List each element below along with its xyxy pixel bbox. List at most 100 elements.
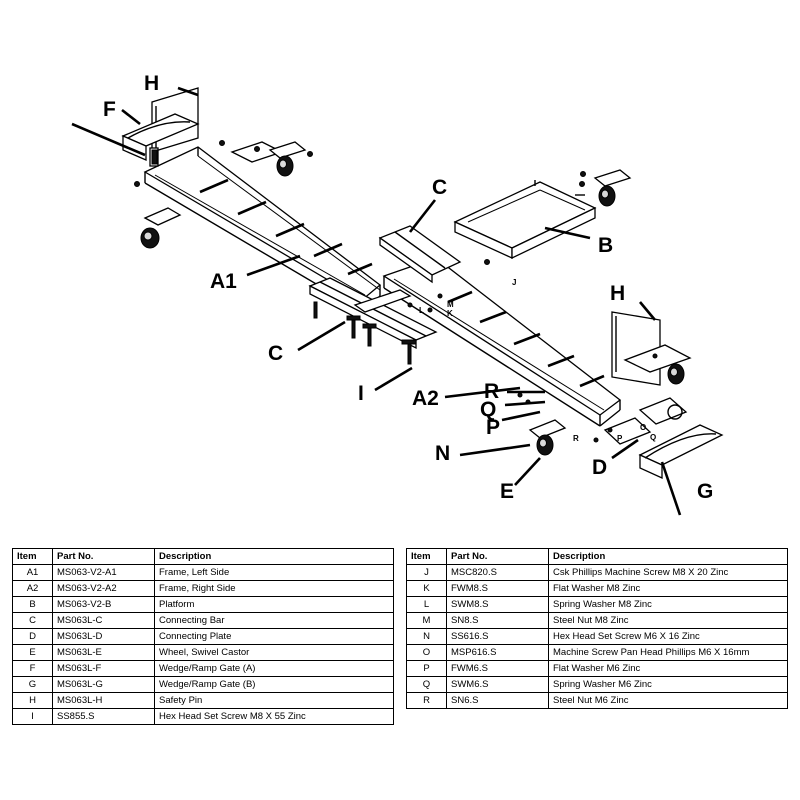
cell-item: M bbox=[406, 612, 447, 629]
header-description: Description bbox=[548, 548, 788, 565]
cell-item: L bbox=[406, 596, 447, 613]
small-label-j: J bbox=[512, 278, 516, 287]
small-label-l: L bbox=[419, 306, 424, 315]
callout-a2: A2 bbox=[412, 387, 439, 410]
cell-description: Connecting Bar bbox=[154, 612, 394, 629]
safety-pin-right-part bbox=[611, 311, 661, 386]
cell-description: Connecting Plate bbox=[154, 628, 394, 645]
callout-h-top: H bbox=[144, 72, 159, 95]
small-label-p: P bbox=[617, 434, 623, 443]
cell-description: Wedge/Ramp Gate (A) bbox=[154, 660, 394, 677]
cell-item: J bbox=[406, 564, 447, 581]
callout-c-top: C bbox=[432, 176, 447, 199]
connecting-plate-part bbox=[603, 397, 688, 445]
cell-part-no: SS616.S bbox=[446, 628, 549, 645]
callout-b: B bbox=[598, 234, 613, 257]
cell-item: F bbox=[12, 660, 53, 677]
cell-item: I bbox=[12, 708, 53, 725]
cell-description: Wedge/Ramp Gate (B) bbox=[154, 676, 394, 693]
frame-left-side-part bbox=[143, 146, 382, 312]
cell-part-no: MS063L-F bbox=[52, 660, 155, 677]
cell-part-no: SS855.S bbox=[52, 708, 155, 725]
callout-d: D bbox=[592, 456, 607, 479]
cell-part-no: MS063-V2-A1 bbox=[52, 564, 155, 581]
cell-part-no: MS063L-H bbox=[52, 692, 155, 709]
cell-part-no: MSP616.S bbox=[446, 644, 549, 661]
cell-description: Steel Nut M8 Zinc bbox=[548, 612, 788, 629]
leader-lines bbox=[121, 86, 656, 486]
callout-c-bottom: C bbox=[268, 342, 283, 365]
cell-description: Frame, Right Side bbox=[154, 580, 394, 597]
castor-wheel-right bbox=[623, 344, 692, 385]
cell-part-no: MSC820.S bbox=[446, 564, 549, 581]
callout-f: F bbox=[103, 98, 116, 121]
cell-description: Hex Head Set Screw M6 X 16 Zinc bbox=[548, 628, 788, 645]
cell-item: E bbox=[12, 644, 53, 661]
cell-description: Csk Phillips Machine Screw M8 X 20 Zinc bbox=[548, 564, 788, 581]
cell-description: Flat Washer M8 Zinc bbox=[548, 580, 788, 597]
cell-description: Frame, Left Side bbox=[154, 564, 394, 581]
cell-item: R bbox=[406, 692, 447, 709]
cell-description: Steel Nut M6 Zinc bbox=[548, 692, 788, 709]
header-item: Item bbox=[12, 548, 53, 565]
exploded-assembly-diagram: H F C B A1 H C I R A2 Q P N D E G J M K … bbox=[71, 72, 724, 516]
callout-n: N bbox=[435, 442, 450, 465]
cell-item: C bbox=[12, 612, 53, 629]
cell-item: H bbox=[12, 692, 53, 709]
castor-wheel-top-left bbox=[140, 207, 182, 249]
cell-description: Flat Washer M6 Zinc bbox=[548, 660, 788, 677]
platform-part bbox=[453, 180, 597, 260]
header-part-no: Part No. bbox=[446, 548, 549, 565]
cell-item: G bbox=[12, 676, 53, 693]
header-part-no: Part No. bbox=[52, 548, 155, 565]
hex-set-screw-bolts bbox=[313, 301, 417, 365]
cell-description: Safety Pin bbox=[154, 692, 394, 709]
callout-e: E bbox=[500, 480, 514, 503]
callout-r: R bbox=[484, 380, 499, 403]
small-label-k: K bbox=[447, 309, 453, 318]
cell-part-no: SWM8.S bbox=[446, 596, 549, 613]
cell-description: Wheel, Swivel Castor bbox=[154, 644, 394, 661]
small-label-m: M bbox=[447, 300, 454, 309]
cell-item: N bbox=[406, 628, 447, 645]
castor-wheel-top-right bbox=[593, 169, 632, 207]
cell-part-no: MS063L-G bbox=[52, 676, 155, 693]
callout-a1: A1 bbox=[210, 270, 237, 293]
castor-wheel-bottom bbox=[528, 419, 567, 456]
cell-description: Platform bbox=[154, 596, 394, 613]
cell-part-no: SN8.S bbox=[446, 612, 549, 629]
cell-item: B bbox=[12, 596, 53, 613]
cell-part-no: MS063-V2-A2 bbox=[52, 580, 155, 597]
cell-part-no: SN6.S bbox=[446, 692, 549, 709]
callout-p: P bbox=[486, 416, 500, 439]
cell-item: D bbox=[12, 628, 53, 645]
cell-item: A1 bbox=[12, 564, 53, 581]
callout-h-right: H bbox=[610, 282, 625, 305]
table-header-row: Item Part No. Description bbox=[12, 548, 394, 565]
callout-q: Q bbox=[480, 398, 496, 421]
cell-item: P bbox=[406, 660, 447, 677]
connecting-bar-bottom-part bbox=[308, 277, 438, 350]
wedge-ramp-gate-b-part bbox=[638, 424, 724, 516]
callout-g: G bbox=[697, 480, 713, 503]
cell-part-no: SWM6.S bbox=[446, 676, 549, 693]
cell-description: Spring Washer M6 Zinc bbox=[548, 676, 788, 693]
callout-i: I bbox=[358, 382, 364, 405]
